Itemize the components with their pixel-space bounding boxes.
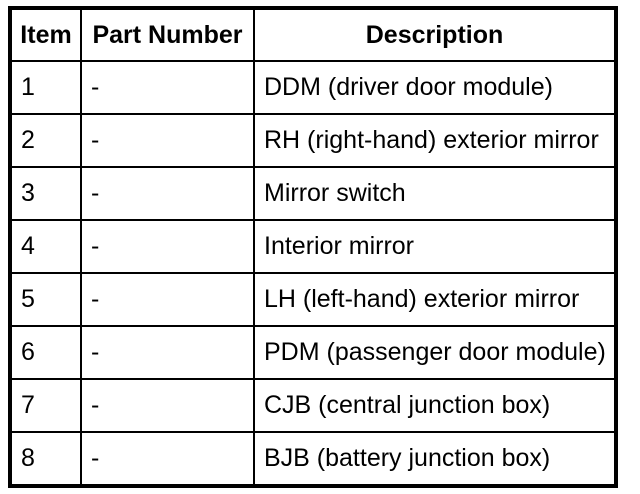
item-cell: 2 xyxy=(9,113,82,168)
description-cell: BJB (battery junction box) xyxy=(253,431,617,487)
item-cell: 4 xyxy=(9,219,82,274)
part-number-cell: - xyxy=(80,378,255,433)
item-cell: 8 xyxy=(9,431,82,487)
column-header-item: Item xyxy=(9,7,82,62)
header-row: Item Part Number Description xyxy=(9,7,617,62)
table-body: 1 - DDM (driver door module) 2 - RH (rig… xyxy=(9,60,617,487)
part-number-cell: - xyxy=(80,325,255,380)
column-header-part-number: Part Number xyxy=(80,7,255,62)
parts-table: Item Part Number Description 1 - DDM (dr… xyxy=(8,6,618,488)
description-cell: Mirror switch xyxy=(253,166,617,221)
column-header-description: Description xyxy=(253,7,617,62)
table-row: 3 - Mirror switch xyxy=(9,166,617,221)
item-cell: 5 xyxy=(9,272,82,327)
description-cell: PDM (passenger door module) xyxy=(253,325,617,380)
item-cell: 6 xyxy=(9,325,82,380)
part-number-cell: - xyxy=(80,166,255,221)
item-cell: 7 xyxy=(9,378,82,433)
description-cell: Interior mirror xyxy=(253,219,617,274)
part-number-cell: - xyxy=(80,272,255,327)
part-number-cell: - xyxy=(80,431,255,487)
table-row: 6 - PDM (passenger door module) xyxy=(9,325,617,380)
description-cell: LH (left-hand) exterior mirror xyxy=(253,272,617,327)
item-cell: 3 xyxy=(9,166,82,221)
table-row: 1 - DDM (driver door module) xyxy=(9,60,617,115)
item-cell: 1 xyxy=(9,60,82,115)
table-row: 7 - CJB (central junction box) xyxy=(9,378,617,433)
description-cell: DDM (driver door module) xyxy=(253,60,617,115)
part-number-cell: - xyxy=(80,113,255,168)
table-row: 8 - BJB (battery junction box) xyxy=(9,431,617,487)
description-cell: RH (right-hand) exterior mirror xyxy=(253,113,617,168)
part-number-cell: - xyxy=(80,60,255,115)
table-row: 5 - LH (left-hand) exterior mirror xyxy=(9,272,617,327)
table-row: 2 - RH (right-hand) exterior mirror xyxy=(9,113,617,168)
table-row: 4 - Interior mirror xyxy=(9,219,617,274)
description-cell: CJB (central junction box) xyxy=(253,378,617,433)
part-number-cell: - xyxy=(80,219,255,274)
